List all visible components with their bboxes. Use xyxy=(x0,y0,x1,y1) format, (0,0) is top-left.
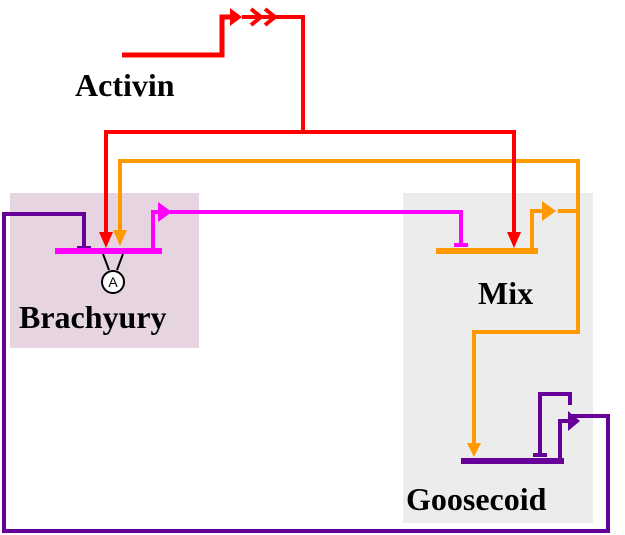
mix-label: Mix xyxy=(478,275,533,311)
autoreg-node xyxy=(101,270,125,294)
goosecoid-self-repression xyxy=(538,392,572,455)
activin-signal-line xyxy=(122,14,230,58)
activin-to-mix-activation xyxy=(303,130,516,234)
mix-to-goosecoid-activation xyxy=(472,209,580,445)
mix-to-goosecoid-arrowhead xyxy=(467,443,481,457)
mix-to-brachyury-activation xyxy=(118,159,580,232)
mix-promoter-arrowhead xyxy=(542,201,556,221)
autoreg-link-right xyxy=(116,253,124,271)
activin-to-mix-arrowhead xyxy=(507,232,521,248)
activin-output-line xyxy=(242,15,305,132)
goosecoid-promoter-arrowhead xyxy=(568,411,580,431)
autoreg-link-left xyxy=(102,253,110,271)
brachyury-to-mix-repression xyxy=(170,210,463,245)
brachyury-promoter-arrowhead xyxy=(158,202,172,222)
brachyury-label: Brachyury xyxy=(19,299,167,335)
goosecoid-to-brachyury-repression xyxy=(2,212,610,533)
goosecoid-promoter-arrow xyxy=(558,419,570,461)
mix-promoter-arrow xyxy=(530,209,544,251)
brachyury-promoter-arrow xyxy=(151,210,160,251)
mix-to-brachyury-arrowhead xyxy=(113,230,127,246)
activin-to-brachyury-activation xyxy=(104,130,303,234)
autoreg-node-letter: A xyxy=(108,274,118,290)
activin-label: Activin xyxy=(75,67,175,103)
activin-to-brachyury-arrowhead xyxy=(99,232,113,248)
activin-promoter-arrowhead xyxy=(230,8,242,26)
goosecoid-label: Goosecoid xyxy=(406,481,547,517)
mix-goosecoid-box xyxy=(403,193,593,523)
